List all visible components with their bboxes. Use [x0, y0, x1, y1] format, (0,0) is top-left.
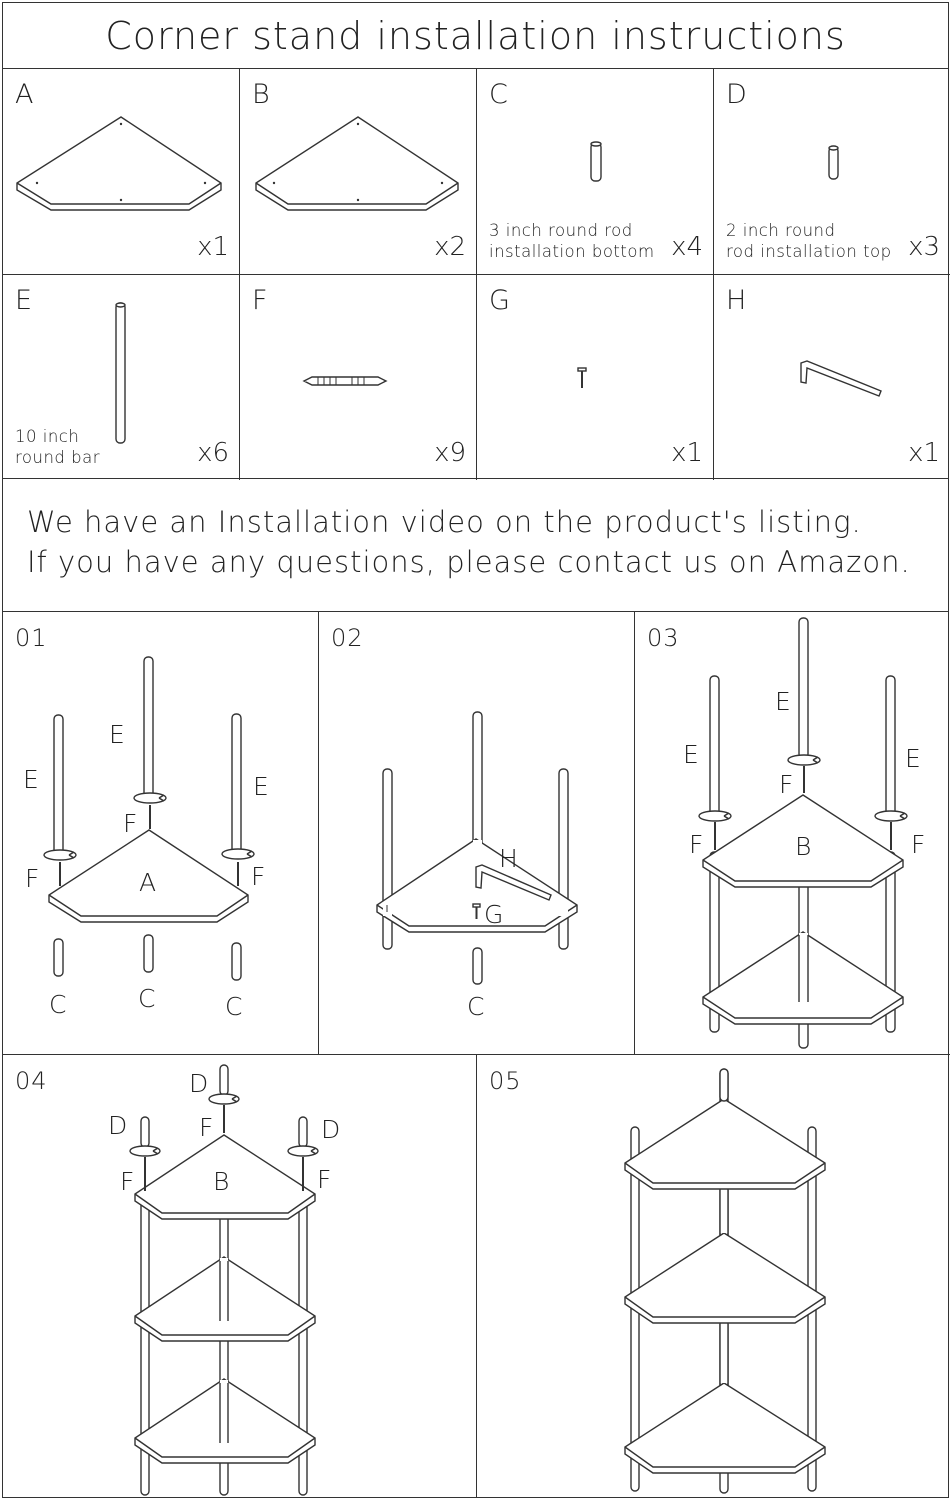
part-qty: x1: [671, 438, 703, 468]
corner-shelf-icon: [255, 116, 459, 211]
label-c: C: [225, 992, 243, 1021]
label-c: C: [138, 984, 156, 1013]
step-05-diagram: [624, 1068, 826, 1494]
parts-grid: A x1 B x2 C 3 inch round rod install: [2, 68, 950, 480]
part-letter: H: [726, 285, 747, 316]
label-a: A: [139, 868, 157, 897]
label-f: F: [123, 809, 138, 838]
part-cell-f: F x9: [240, 275, 477, 480]
label-c: C: [49, 990, 67, 1019]
label-d: D: [189, 1069, 209, 1098]
label-f: F: [317, 1165, 332, 1194]
label-e: E: [109, 720, 125, 749]
step-01: 01: [3, 612, 319, 1055]
part-cell-d: D 2 inch round rod installation top x3: [714, 69, 950, 275]
dowel-screw-icon: [302, 376, 388, 386]
step-04-diagram: [129, 1064, 319, 1496]
part-letter: B: [252, 79, 270, 110]
label-f: F: [689, 830, 704, 859]
part-qty: x1: [197, 232, 229, 262]
step-01-diagram: [43, 656, 255, 981]
label-h: H: [499, 844, 518, 873]
part-letter: E: [15, 285, 33, 316]
label-e: E: [23, 765, 39, 794]
part-letter: G: [489, 285, 510, 316]
long-bar-icon: [115, 302, 126, 444]
step-number: 02: [331, 624, 364, 652]
label-f: F: [199, 1113, 214, 1142]
title-bar: Corner stand installation instructions: [2, 2, 949, 69]
notice-line-1: We have an Installation video on the pro…: [27, 505, 862, 539]
label-d: D: [108, 1111, 128, 1140]
short-rod-icon: [828, 145, 839, 180]
part-letter: A: [15, 79, 34, 110]
part-cell-e: E 10 inch round bar x6: [3, 275, 240, 480]
step-number: 01: [15, 624, 48, 652]
notice-box: We have an Installation video on the pro…: [2, 478, 949, 612]
corner-shelf-icon: [16, 116, 222, 211]
notice-line-2: If you have any questions, please contac…: [27, 545, 911, 579]
step-number: 04: [15, 1067, 48, 1095]
part-description: 3 inch round rod installation bottom: [489, 221, 655, 261]
part-letter: D: [726, 79, 747, 110]
part-cell-b: B x2: [240, 69, 477, 275]
part-qty: x6: [197, 438, 229, 468]
part-description: 2 inch round rod installation top: [726, 221, 892, 261]
part-description: 10 inch round bar: [15, 427, 101, 467]
step-04: 04: [3, 1055, 477, 1497]
label-e: E: [683, 740, 699, 769]
part-cell-a: A x1: [3, 69, 240, 275]
step-02: 02 H G C: [319, 612, 635, 1055]
label-d: D: [321, 1115, 341, 1144]
label-f: F: [25, 864, 40, 893]
label-e: E: [253, 772, 269, 801]
allen-key-icon: [800, 360, 882, 397]
label-f: F: [911, 830, 926, 859]
part-letter: F: [252, 285, 268, 316]
label-c: C: [467, 992, 485, 1021]
part-qty: x2: [434, 232, 466, 262]
label-b: B: [213, 1167, 230, 1196]
part-cell-g: G x1: [477, 275, 714, 480]
label-f: F: [779, 770, 794, 799]
step-03-diagram: [698, 617, 908, 1049]
label-g: G: [484, 900, 504, 929]
step-05: 05: [477, 1055, 950, 1497]
part-qty: x9: [434, 438, 466, 468]
part-cell-c: C 3 inch round rod installation bottom x…: [477, 69, 714, 275]
step-number: 05: [489, 1067, 522, 1095]
label-b: B: [795, 832, 812, 861]
label-f: F: [251, 862, 266, 891]
short-rod-icon: [590, 141, 602, 182]
screw-icon: [577, 367, 587, 388]
label-e: E: [905, 744, 921, 773]
step-02-diagram: [376, 711, 578, 985]
steps-grid: 01: [2, 611, 950, 1498]
part-letter: C: [489, 79, 508, 110]
step-03: 03: [635, 612, 950, 1055]
part-qty: x1: [908, 438, 940, 468]
part-qty: x4: [671, 232, 703, 262]
page-title: Corner stand installation instructions: [105, 13, 846, 58]
step-number: 03: [647, 624, 680, 652]
part-qty: x3: [908, 232, 940, 262]
part-cell-h: H x1: [714, 275, 950, 480]
label-f: F: [120, 1167, 135, 1196]
label-e: E: [775, 687, 791, 716]
